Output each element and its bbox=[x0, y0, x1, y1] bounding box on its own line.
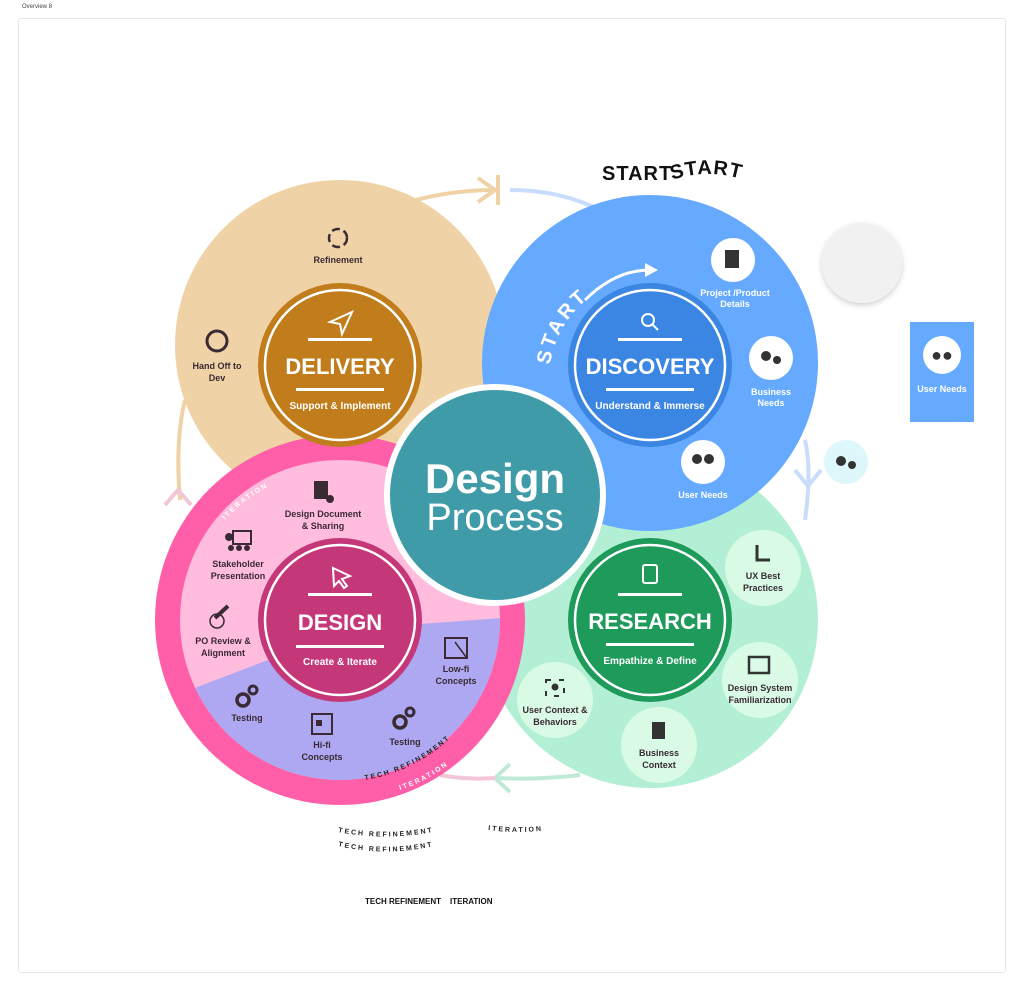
design-item-lofi[interactable]: Low-fi Concepts bbox=[435, 637, 477, 686]
iteration-label: ITERATION bbox=[450, 897, 493, 906]
item-label: Hand Off to bbox=[193, 361, 242, 371]
discovery-title: DISCOVERY bbox=[586, 354, 715, 379]
discovery-item-project-details[interactable]: Project /Product Details bbox=[700, 238, 770, 309]
refresh-icon bbox=[327, 227, 349, 249]
users-icon: ●● bbox=[923, 336, 961, 374]
discovery-item-user-needs[interactable]: User Needs bbox=[678, 440, 728, 500]
research-core[interactable]: RESEARCH Empathize & Define bbox=[568, 538, 732, 702]
start-label-curved: START bbox=[668, 157, 745, 185]
start-label: START bbox=[602, 163, 672, 185]
loose-tech-refinement-1: TECH REFINEMENT bbox=[338, 827, 435, 839]
item-label: Design System bbox=[728, 683, 793, 693]
item-label: Business bbox=[639, 748, 679, 758]
book-icon bbox=[642, 564, 658, 584]
document-add-icon bbox=[314, 481, 328, 499]
item-label: Hi-fi bbox=[313, 740, 331, 750]
delivery-item-handoff[interactable]: Hand Off to Dev bbox=[193, 329, 242, 383]
delivery-item-refinement[interactable]: Refinement bbox=[313, 227, 363, 265]
item-label: UX Best bbox=[746, 571, 781, 581]
user-needs-card[interactable]: ●● User Needs bbox=[910, 322, 974, 422]
item-label: Practices bbox=[743, 583, 783, 593]
research-title: RESEARCH bbox=[588, 609, 711, 634]
item-label: Concepts bbox=[435, 676, 476, 686]
frame-label: Overview 8 bbox=[22, 4, 53, 10]
item-label: User Needs bbox=[678, 490, 728, 500]
item-label: Context bbox=[642, 760, 676, 770]
design-item-testing-left[interactable]: Testing bbox=[231, 684, 263, 723]
canvas-frame bbox=[18, 18, 1006, 973]
touch-icon bbox=[755, 545, 770, 562]
business-people-icon bbox=[761, 351, 771, 361]
delivery-core[interactable]: DELIVERY Support & Implement bbox=[258, 283, 422, 447]
design-core[interactable]: DESIGN Create & Iterate bbox=[258, 538, 422, 702]
users-icon bbox=[692, 454, 702, 464]
code-gear-icon bbox=[205, 329, 229, 353]
user-focus-icon bbox=[545, 679, 565, 697]
research-item-user-context[interactable]: User Context & Behaviors bbox=[517, 662, 593, 738]
start-arrow bbox=[583, 268, 651, 302]
research-subtitle: Empathize & Define bbox=[603, 656, 697, 667]
design-item-document-sharing[interactable]: Design Document & Sharing bbox=[285, 481, 362, 531]
lofi-wireframe-icon bbox=[444, 637, 468, 659]
item-label: Business bbox=[751, 387, 791, 397]
user-needs-card-label: User Needs bbox=[917, 384, 967, 394]
center-subtitle: Process bbox=[426, 497, 563, 539]
item-label: Needs bbox=[757, 398, 784, 408]
loose-iteration: ITERATION bbox=[488, 825, 544, 834]
item-label: Low-fi bbox=[443, 664, 470, 674]
item-label: Testing bbox=[231, 713, 262, 723]
discovery-item-business-needs[interactable]: Business Needs bbox=[749, 336, 793, 408]
item-label: Behaviors bbox=[533, 717, 577, 727]
item-label: & Sharing bbox=[302, 521, 345, 531]
design-process-center: Design Process bbox=[384, 384, 606, 606]
discovery-core[interactable]: DISCOVERY Understand & Immerse bbox=[568, 283, 732, 447]
item-label: Details bbox=[720, 299, 750, 309]
tech-refinement-label: TECH REFINEMENT bbox=[365, 897, 441, 906]
search-icon bbox=[641, 313, 655, 327]
gears-icon bbox=[392, 714, 408, 730]
delivery-title: DELIVERY bbox=[285, 354, 395, 379]
design-item-testing-right[interactable]: Testing bbox=[389, 706, 421, 747]
presentation-icon bbox=[232, 530, 252, 545]
item-label: Concepts bbox=[301, 752, 342, 762]
item-label: User Context & bbox=[522, 705, 588, 715]
design-item-po-review[interactable]: PO Review & Alignment bbox=[195, 604, 251, 658]
item-label: Presentation bbox=[211, 571, 266, 581]
business-needs-floating-icon[interactable] bbox=[824, 440, 868, 484]
discovery-subtitle: Understand & Immerse bbox=[595, 401, 705, 412]
item-label: Familiarization bbox=[728, 695, 791, 705]
gears-icon bbox=[235, 692, 251, 708]
pen-review-icon bbox=[213, 604, 230, 620]
document-icon bbox=[652, 722, 665, 739]
center-title: Design bbox=[425, 455, 565, 502]
document-edit-icon bbox=[725, 250, 739, 268]
empty-circle-placeholder bbox=[822, 223, 902, 303]
item-label: Stakeholder bbox=[212, 559, 264, 569]
item-label: Project /Product bbox=[700, 288, 770, 298]
loose-tech-refinement-2: TECH REFINEMENT bbox=[338, 841, 435, 853]
item-label: Design Document bbox=[285, 509, 362, 519]
design-title: DESIGN bbox=[298, 610, 382, 635]
delivery-subtitle: Support & Implement bbox=[289, 401, 391, 412]
item-label: Refinement bbox=[313, 255, 362, 265]
design-board-icon bbox=[747, 655, 771, 675]
research-item-business-context[interactable]: Business Context bbox=[621, 707, 697, 783]
hifi-wireframe-icon bbox=[311, 713, 333, 735]
item-label: Alignment bbox=[201, 648, 245, 658]
item-label: PO Review & bbox=[195, 636, 251, 646]
cursor-icon bbox=[331, 566, 353, 590]
research-item-design-system[interactable]: Design System Familiarization bbox=[722, 642, 798, 718]
send-icon bbox=[326, 309, 355, 338]
design-subtitle: Create & Iterate bbox=[303, 657, 377, 668]
design-item-hifi[interactable]: Hi-fi Concepts bbox=[301, 713, 343, 762]
item-label: Dev bbox=[209, 373, 226, 383]
research-item-ux-best-practices[interactable]: UX Best Practices bbox=[725, 530, 801, 606]
design-item-stakeholder[interactable]: Stakeholder Presentation bbox=[211, 530, 266, 581]
item-label: Testing bbox=[389, 737, 420, 747]
